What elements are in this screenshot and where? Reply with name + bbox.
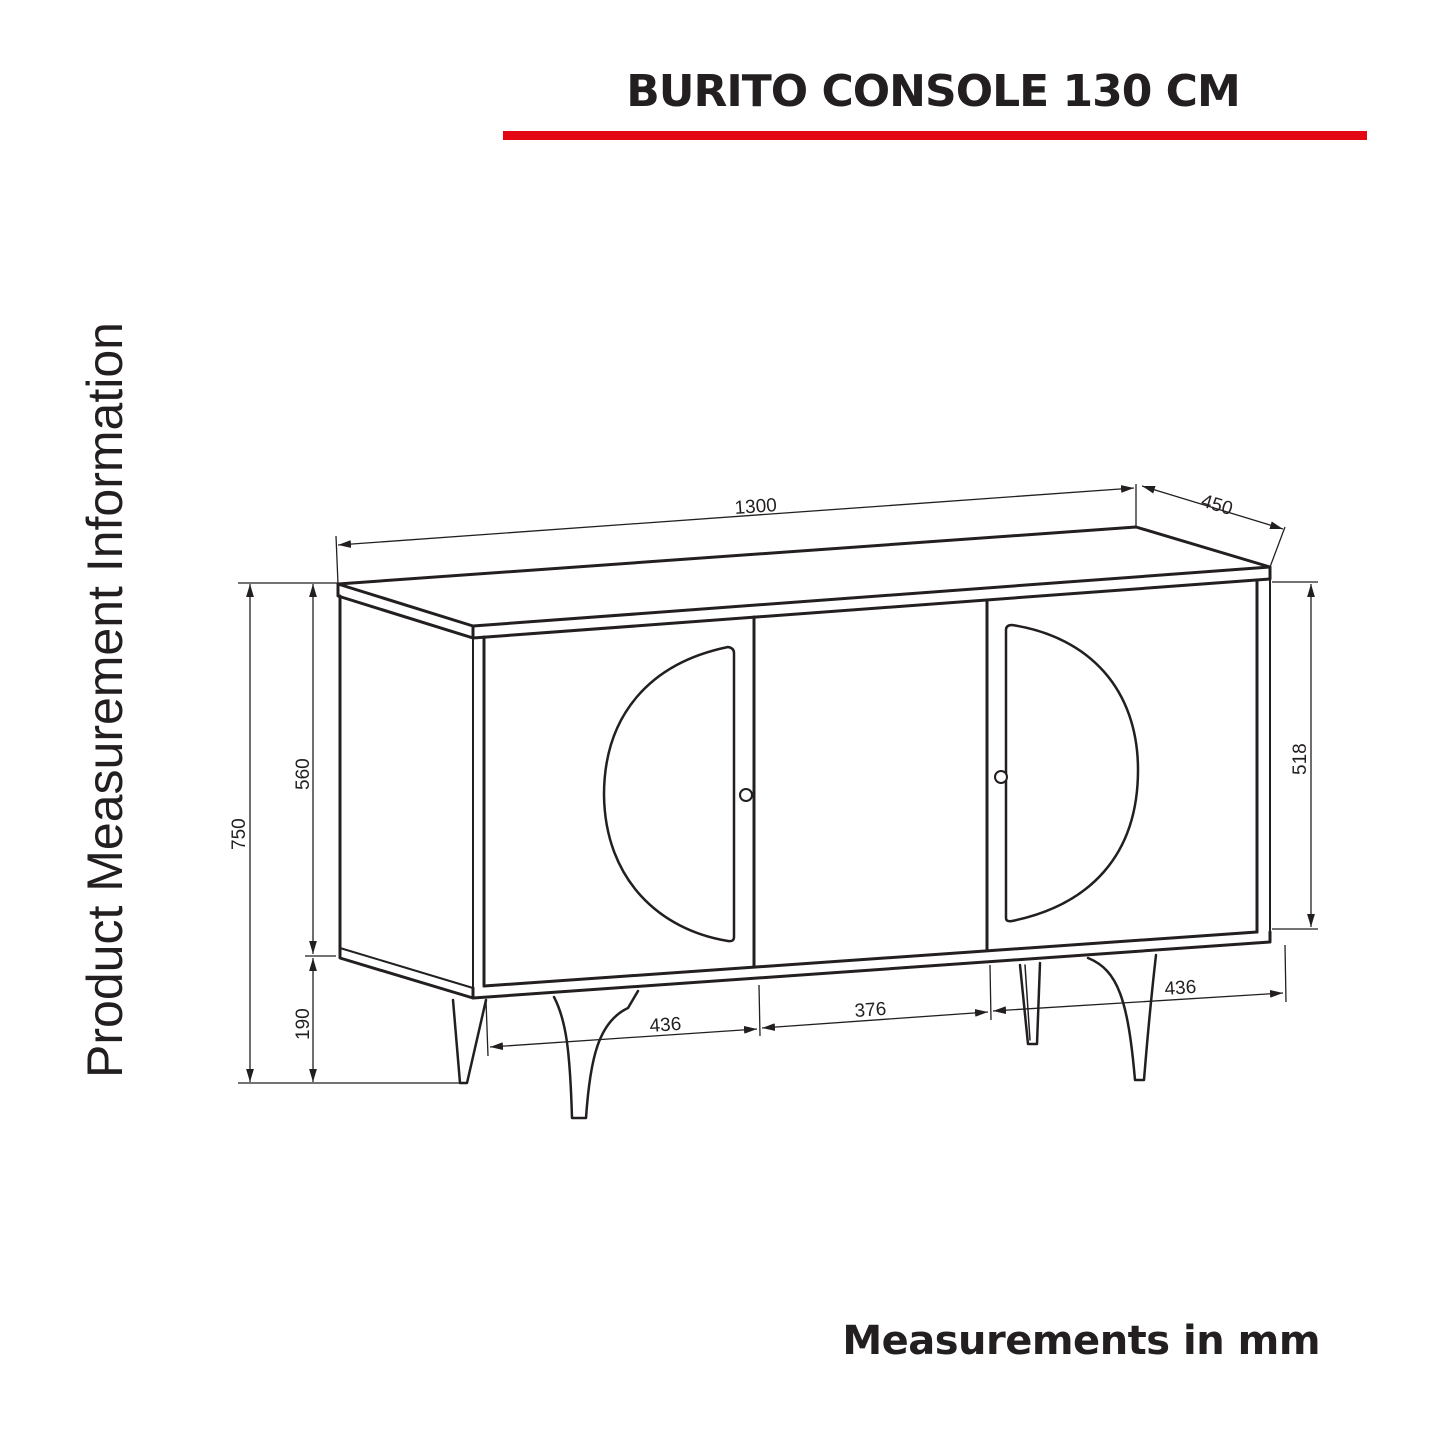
dim-middle-door-width-label: 376 bbox=[854, 999, 887, 1022]
dim-total-height-label: 750 bbox=[229, 818, 250, 850]
cabinet-top bbox=[336, 525, 1272, 640]
dim-right-door-width-label: 436 bbox=[1164, 977, 1197, 1000]
dim-depth-label: 450 bbox=[1199, 491, 1235, 520]
dim-left-door-width-label: 436 bbox=[649, 1014, 682, 1037]
left-door-half-moon bbox=[602, 645, 753, 943]
title-underline bbox=[503, 131, 1367, 140]
units-note: Measurements in mm bbox=[842, 1318, 1320, 1364]
right-door-knob-icon bbox=[994, 770, 1008, 784]
page-title: BURITO CONSOLE 130 CM bbox=[626, 66, 1241, 117]
dim-width-label: 1300 bbox=[734, 495, 778, 519]
cabinet-front bbox=[471, 578, 1272, 1000]
cabinet-side-panel bbox=[338, 594, 475, 1000]
right-door-half-moon bbox=[994, 623, 1140, 923]
dim-body-height-label: 560 bbox=[293, 758, 314, 790]
left-door-knob-icon bbox=[739, 788, 753, 802]
dim-door-height-label: 518 bbox=[1290, 743, 1311, 775]
dim-leg-height-label: 190 bbox=[293, 1008, 314, 1040]
